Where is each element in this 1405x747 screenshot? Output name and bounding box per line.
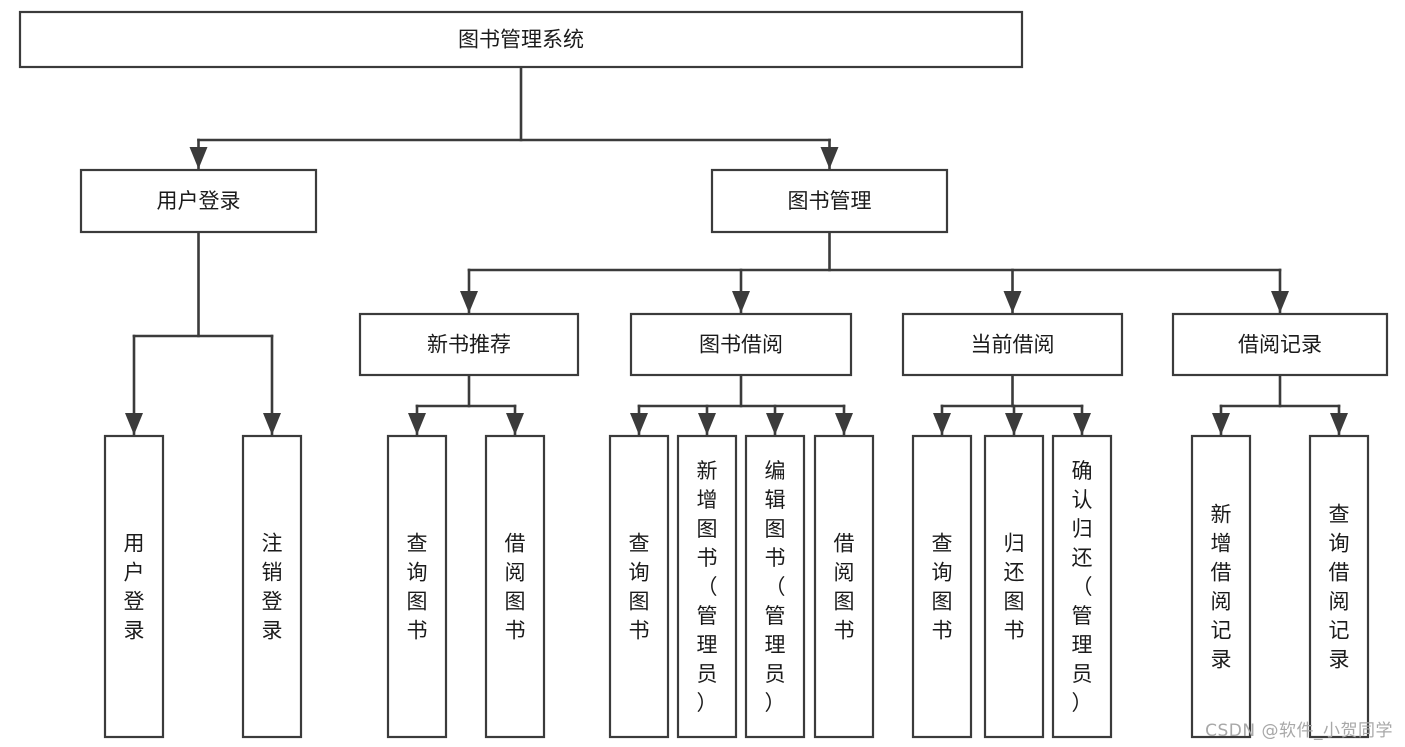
- arrow-head-icon: [630, 413, 648, 435]
- node-leaf_query_record[interactable]: 查询借阅记录: [1308, 434, 1370, 739]
- node-box-leaf_query_book_2: [608, 434, 670, 739]
- arrow-head-icon: [835, 413, 853, 435]
- node-label-leaf_borrow_book_2: 借阅图书: [834, 532, 855, 643]
- node-leaf_query_book_3[interactable]: 查询图书: [911, 434, 973, 739]
- arrow-head-icon: [125, 413, 143, 435]
- arrow-head-icon: [460, 291, 478, 313]
- node-label-new_book_rec: 新书推荐: [427, 333, 511, 357]
- node-label-leaf_query_book_3: 查询图书: [932, 532, 953, 643]
- node-label-book_manage: 图书管理: [788, 189, 872, 213]
- node-box-leaf_query_record: [1308, 434, 1370, 739]
- node-box-leaf_edit_book: [744, 434, 806, 739]
- node-box-book_manage: [710, 168, 949, 234]
- node-leaf_borrow_book_1[interactable]: 借阅图书: [484, 434, 546, 739]
- node-user_login[interactable]: 用户登录: [79, 168, 318, 234]
- arrow-head-icon: [1330, 413, 1348, 435]
- node-label-leaf_edit_book: 编辑图书（管理员）: [765, 459, 786, 715]
- node-box-leaf_query_book_3: [911, 434, 973, 739]
- node-label-leaf_user_login: 用户登录: [124, 532, 145, 643]
- node-box-root: [18, 10, 1024, 69]
- node-book_borrow[interactable]: 图书借阅: [629, 312, 853, 377]
- arrow-head-icon: [506, 413, 524, 435]
- node-leaf_edit_book[interactable]: 编辑图书（管理员）: [744, 434, 806, 739]
- node-leaf_borrow_book_2[interactable]: 借阅图书: [813, 434, 875, 739]
- node-label-borrow_record: 借阅记录: [1238, 333, 1322, 357]
- node-box-leaf_add_record: [1190, 434, 1252, 739]
- node-borrow_record[interactable]: 借阅记录: [1171, 312, 1389, 377]
- node-box-new_book_rec: [358, 312, 580, 377]
- arrow-head-icon: [933, 413, 951, 435]
- node-new_book_rec[interactable]: 新书推荐: [358, 312, 580, 377]
- node-box-leaf_logout: [241, 434, 303, 739]
- node-label-book_borrow: 图书借阅: [699, 333, 783, 357]
- node-leaf_return_book[interactable]: 归还图书: [983, 434, 1045, 739]
- node-box-leaf_return_book: [983, 434, 1045, 739]
- node-book_manage[interactable]: 图书管理: [710, 168, 949, 234]
- node-label-current_borrow: 当前借阅: [971, 333, 1055, 357]
- arrow-head-icon: [1073, 413, 1091, 435]
- nodes-layer: 图书管理系统用户登录图书管理新书推荐图书借阅当前借阅借阅记录用户登录注销登录查询…: [18, 10, 1389, 739]
- node-label-leaf_add_record: 新增借阅记录: [1211, 503, 1232, 672]
- node-leaf_add_record[interactable]: 新增借阅记录: [1190, 434, 1252, 739]
- arrow-head-icon: [263, 413, 281, 435]
- node-leaf_user_login[interactable]: 用户登录: [103, 434, 165, 739]
- node-box-leaf_query_book_1: [386, 434, 448, 739]
- arrow-head-icon: [189, 147, 208, 169]
- node-label-leaf_confirm_return: 确认归还（管理员）: [1072, 459, 1093, 715]
- node-label-leaf_add_book: 新增图书（管理员）: [697, 459, 718, 715]
- arrow-head-icon: [820, 147, 839, 169]
- node-label-root: 图书管理系统: [458, 28, 584, 52]
- node-label-user_login: 用户登录: [157, 189, 241, 213]
- node-leaf_query_book_2[interactable]: 查询图书: [608, 434, 670, 739]
- node-label-leaf_query_book_1: 查询图书: [407, 532, 428, 643]
- node-box-book_borrow: [629, 312, 853, 377]
- node-box-user_login: [79, 168, 318, 234]
- node-root[interactable]: 图书管理系统: [18, 10, 1024, 69]
- node-leaf_logout[interactable]: 注销登录: [241, 434, 303, 739]
- node-label-leaf_borrow_book_1: 借阅图书: [505, 532, 526, 643]
- node-leaf_confirm_return[interactable]: 确认归还（管理员）: [1051, 434, 1113, 739]
- csdn-watermark: CSDN @软件_小贺同学: [1205, 721, 1393, 741]
- node-label-leaf_query_record: 查询借阅记录: [1329, 503, 1350, 672]
- arrow-head-icon: [1271, 291, 1289, 313]
- node-label-leaf_return_book: 归还图书: [1004, 532, 1025, 643]
- node-box-current_borrow: [901, 312, 1124, 377]
- node-box-leaf_borrow_book_1: [484, 434, 546, 739]
- arrow-head-icon: [732, 291, 750, 313]
- arrow-head-icon: [408, 413, 426, 435]
- arrow-head-icon: [1003, 291, 1022, 313]
- node-leaf_query_book_1[interactable]: 查询图书: [386, 434, 448, 739]
- arrow-head-icon: [1005, 413, 1023, 435]
- connectors-layer: [125, 65, 1348, 437]
- node-leaf_add_book[interactable]: 新增图书（管理员）: [676, 434, 738, 739]
- node-box-leaf_add_book: [676, 434, 738, 739]
- arrow-head-icon: [698, 413, 716, 435]
- node-box-leaf_borrow_book_2: [813, 434, 875, 739]
- arrow-head-icon: [766, 413, 784, 435]
- arrow-head-icon: [1212, 413, 1230, 435]
- node-box-leaf_confirm_return: [1051, 434, 1113, 739]
- node-current_borrow[interactable]: 当前借阅: [901, 312, 1124, 377]
- node-label-leaf_logout: 注销登录: [262, 532, 283, 643]
- node-box-leaf_user_login: [103, 434, 165, 739]
- node-label-leaf_query_book_2: 查询图书: [629, 532, 650, 643]
- node-box-borrow_record: [1171, 312, 1389, 377]
